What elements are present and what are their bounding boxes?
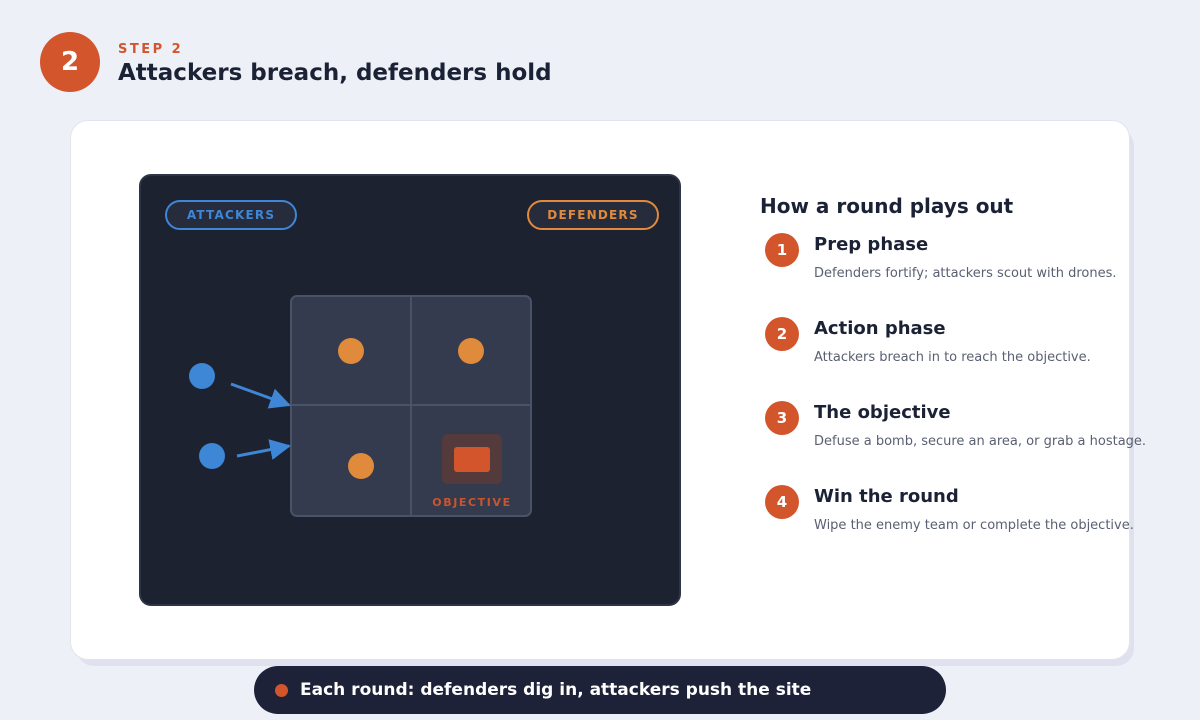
defender-marker	[348, 453, 374, 479]
attacker-marker	[199, 443, 225, 469]
page-title: Attackers breach, defenders hold	[118, 60, 552, 86]
phase-title: Prep phase	[814, 234, 929, 255]
defender-marker	[458, 338, 484, 364]
step-number-badge: 2	[40, 32, 100, 92]
phase-title: Win the round	[814, 486, 959, 507]
phase-description: Defenders fortify; attackers scout with …	[814, 266, 1117, 281]
tactical-map: ATTACKERS DEFENDERS OBJECTIVE	[139, 174, 681, 606]
footer-text: Each round: defenders dig in, attackers …	[300, 680, 812, 700]
phase-title: The objective	[814, 402, 951, 423]
footer-summary-bar: Each round: defenders dig in, attackers …	[254, 666, 946, 714]
breach-arrow	[230, 382, 291, 409]
panel-title: How a round plays out	[760, 194, 1014, 218]
defender-marker	[338, 338, 364, 364]
phase-description: Wipe the enemy team or complete the obje…	[814, 518, 1134, 533]
bullet-dot-icon	[275, 683, 288, 697]
phase-number-badge: 2	[765, 317, 799, 351]
breach-arrow	[236, 439, 292, 460]
objective-marker	[454, 447, 490, 472]
phase-description: Defuse a bomb, secure an area, or grab a…	[814, 434, 1147, 449]
phase-title: Action phase	[814, 318, 946, 339]
objective-label: OBJECTIVE	[432, 496, 512, 509]
attackers-label: ATTACKERS	[165, 200, 297, 230]
phase-number-badge: 1	[765, 233, 799, 267]
phase-number-badge: 3	[765, 401, 799, 435]
attacker-marker	[189, 363, 215, 389]
defenders-label: DEFENDERS	[527, 200, 659, 230]
map-diagram	[189, 295, 532, 517]
step-label: STEP 2	[118, 42, 184, 57]
phase-number-badge: 4	[765, 485, 799, 519]
phase-description: Attackers breach in to reach the objecti…	[814, 350, 1091, 365]
